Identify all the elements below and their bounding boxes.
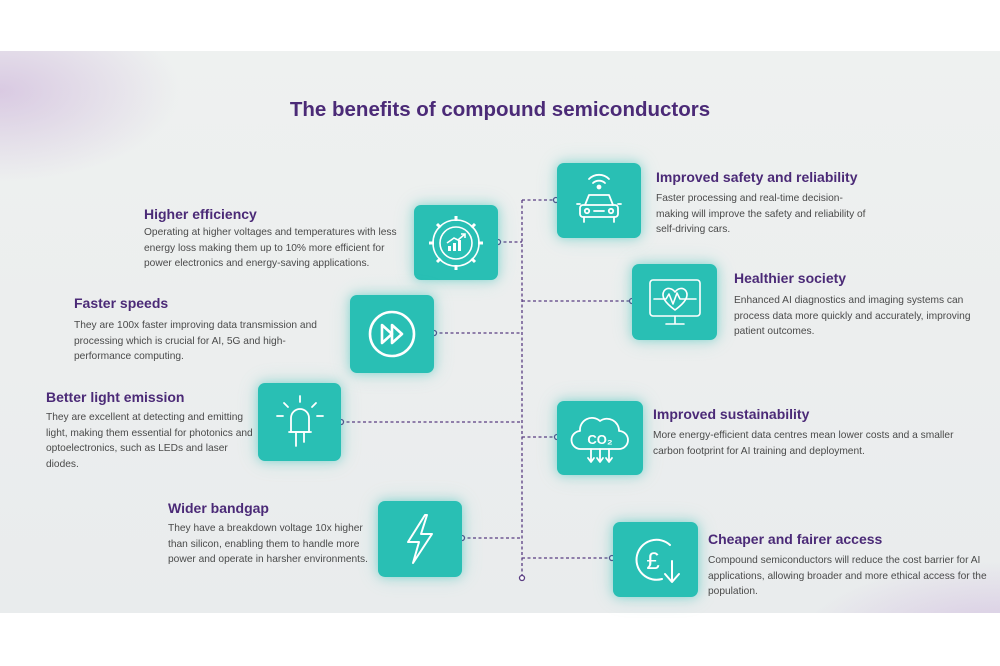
- pound-down-icon: £: [635, 538, 680, 583]
- wider-bandgap-heading: Wider bandgap: [168, 500, 269, 516]
- faster-speeds-text: They are 100x faster improving data tran…: [74, 320, 317, 362]
- light-emission-text: They are excellent at detecting and emit…: [46, 412, 253, 470]
- safety-heading: Improved safety and reliability: [656, 169, 858, 185]
- higher-efficiency-heading: Higher efficiency: [144, 206, 257, 222]
- sustainability-text: More energy-efficient data centres mean …: [653, 430, 954, 457]
- lightning-icon: [407, 514, 433, 564]
- pound-symbol: £: [646, 548, 659, 575]
- connected-car-icon: [576, 173, 622, 223]
- higher-efficiency-icon-box: [414, 205, 498, 280]
- safety-icon-box: [557, 163, 641, 238]
- sustainability-heading: Improved sustainability: [653, 406, 810, 422]
- access-text: Compound semiconductors will reduce the …: [708, 555, 987, 597]
- access-icon-box: £: [613, 522, 698, 597]
- infographic-title: The benefits of compound semiconductors: [289, 98, 711, 121]
- sustainability-icon-box: CO₂: [557, 401, 643, 475]
- health-heading: Healthier society: [734, 270, 847, 286]
- access-heading: Cheaper and fairer access: [708, 531, 883, 547]
- light-emission-heading: Better light emission: [46, 389, 185, 405]
- co2-label: CO₂: [587, 432, 613, 447]
- faster-speeds-icon-box: [350, 295, 434, 373]
- health-monitor-icon: [648, 279, 701, 325]
- co2-cloud-icon: CO₂: [570, 417, 629, 463]
- safety-text: Faster processing and real-time decision…: [656, 193, 866, 235]
- light-emission-icon-box: [258, 383, 341, 461]
- fast-forward-icon: [368, 310, 416, 358]
- wider-bandgap-icon-box: [378, 501, 462, 577]
- faster-speeds-heading: Faster speeds: [74, 295, 169, 311]
- wider-bandgap-text: They have a breakdown voltage 10x higher…: [168, 523, 368, 565]
- gear-chart-icon: [429, 215, 483, 270]
- health-icon-box: [632, 264, 717, 340]
- health-text: Enhanced AI diagnostics and imaging syst…: [734, 295, 971, 337]
- higher-efficiency-text: Operating at higher voltages and tempera…: [144, 227, 397, 269]
- infographic-background: [0, 51, 1000, 613]
- led-icon: [275, 395, 324, 447]
